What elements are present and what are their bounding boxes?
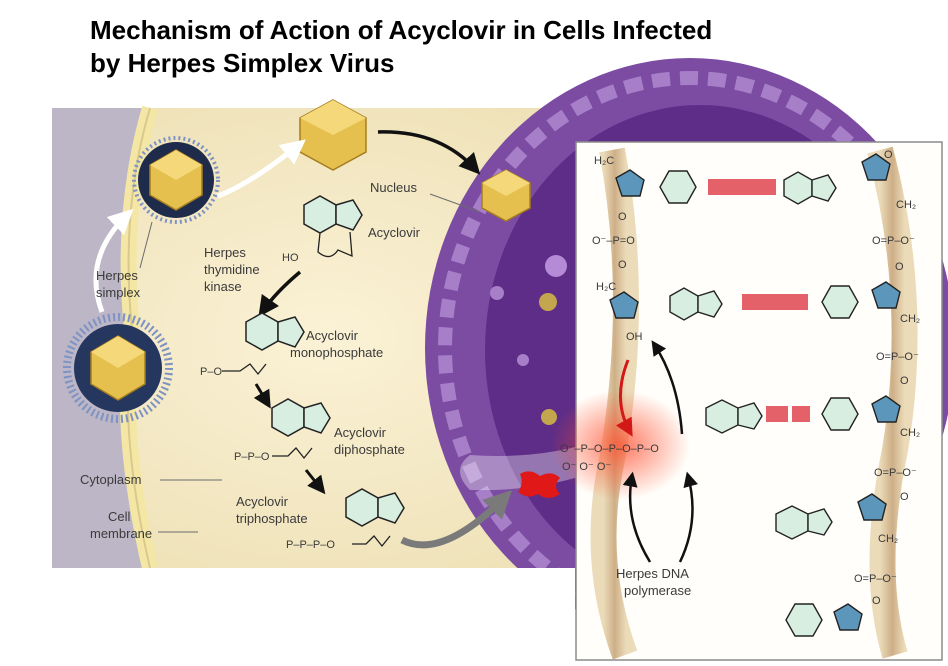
enzyme-label-2: thymidine xyxy=(204,262,260,277)
monophosphate-label-2: monophosphate xyxy=(290,345,383,360)
herpes-simplex-label-2: simplex xyxy=(96,285,141,300)
phosphate-right-1: O=P–O⁻ xyxy=(872,235,915,247)
virus-outside-cell xyxy=(63,313,173,423)
virus-capsid-face xyxy=(150,150,202,180)
herpes-simplex-leader xyxy=(139,221,153,269)
diphosphate-label-1: Acyclovir xyxy=(334,425,387,440)
enzyme-label-3: kinase xyxy=(204,279,242,294)
ch2-label-1: CH₂ xyxy=(896,199,916,211)
o-label: O xyxy=(618,211,627,223)
o-label: O xyxy=(618,259,627,271)
polymerase-icon xyxy=(518,471,560,498)
ho-group: HO xyxy=(282,252,299,264)
title-line-1: Mechanism of Action of Acyclovir in Cell… xyxy=(90,15,713,45)
di-group: P–P–O xyxy=(234,451,270,463)
di-to-tri-arrow xyxy=(304,469,326,495)
entry-arrow xyxy=(93,208,134,313)
triphosphate-label-2: triphosphate xyxy=(236,511,308,526)
diphosphate-label-2: diphosphate xyxy=(334,442,405,457)
monophosphate-molecule: P–O Acyclovir monophosphate xyxy=(200,312,383,378)
virus-at-nucleus xyxy=(481,169,531,222)
base-pair-row-4 xyxy=(775,493,887,540)
cell-membrane-label-1: Cell xyxy=(108,509,131,524)
virus-capsid-face xyxy=(300,100,366,135)
o-minus-row: O⁻ O⁻ O⁻ xyxy=(562,461,611,473)
nuclear-pore xyxy=(517,354,529,366)
monophosphate-label-1: Acyclovir xyxy=(306,328,359,343)
oh-label: OH xyxy=(626,331,643,343)
phosphate-right-4: O=P–O⁻ xyxy=(854,573,897,585)
triphosphate-chain: O⁻–P–O–P–O–P–O xyxy=(560,443,659,455)
phosphate-right-3: O=P–O⁻ xyxy=(874,467,917,479)
dna-panel: H₂C O O⁻–P=O O H₂C OH O CH₂ O=P–O⁻ O CH₂… xyxy=(550,141,943,661)
base-pair-row-1 xyxy=(615,153,891,205)
title-line-2: by Herpes Simplex Virus xyxy=(90,48,395,78)
nucleus-leader xyxy=(429,193,481,213)
virus-free-capsid xyxy=(299,99,367,171)
to-polymerase-arrow xyxy=(400,490,512,549)
triphosphate-label-1: Acyclovir xyxy=(236,494,289,509)
polymerase-arrow-left xyxy=(622,471,652,563)
kinase-arrow xyxy=(258,270,302,318)
cytoplasm-label: Cytoplasm xyxy=(80,472,141,487)
herpes-simplex-label-1: Herpes xyxy=(96,268,138,283)
h2c-label-2: H₂C xyxy=(596,281,616,293)
diphosphate-molecule: P–P–O Acyclovir diphosphate xyxy=(234,398,405,463)
ch2-label-2: CH₂ xyxy=(900,313,920,325)
nucleophilic-attack-arrow xyxy=(615,359,633,437)
h2c-label-1: H₂C xyxy=(594,155,614,167)
nucleus-label: Nucleus xyxy=(370,180,417,195)
ch2-label-3: CH₂ xyxy=(900,427,920,439)
base-pair-row-2 xyxy=(609,281,901,321)
bond-formation-arrow xyxy=(651,340,684,435)
to-nucleus-arrow xyxy=(377,130,481,175)
o-label: O xyxy=(900,375,909,387)
mono-to-di-arrow xyxy=(253,383,271,409)
dna-strand-right xyxy=(867,146,918,659)
o-label: O xyxy=(895,261,904,273)
uncoating-arrow xyxy=(217,139,306,199)
virus-in-envelope xyxy=(132,136,220,224)
figure-bottom-margin xyxy=(0,568,575,666)
cell-membrane-label-2: membrane xyxy=(90,526,152,541)
acyclovir-label: Acyclovir xyxy=(368,225,421,240)
o-label: O xyxy=(884,149,893,161)
viral-spikes xyxy=(132,136,220,224)
nuclear-pore xyxy=(490,286,504,300)
phosphate-left-1: O⁻–P=O xyxy=(592,235,635,247)
virus-capsid-face xyxy=(91,336,145,368)
phosphate-right-2: O=P–O⁻ xyxy=(876,351,919,363)
ch2-label-4: CH₂ xyxy=(878,533,898,545)
nuclear-spot xyxy=(539,293,557,311)
incorporation-glow xyxy=(550,390,690,500)
polymerase-label-2: polymerase xyxy=(624,583,691,598)
base-pair-row-3 xyxy=(705,395,901,434)
figure-title: Mechanism of Action of Acyclovir in Cell… xyxy=(90,14,910,80)
base-pair-row-5 xyxy=(785,603,863,637)
enzyme-label-1: Herpes xyxy=(204,245,246,260)
nuclear-spot xyxy=(541,409,557,425)
tri-group: P–P–P–O xyxy=(286,539,335,551)
nuclear-pore xyxy=(545,255,567,277)
polymerase-label-1: Herpes DNA xyxy=(616,566,689,581)
triphosphate-molecule: P–P–P–O Acyclovir triphosphate xyxy=(236,488,405,551)
o-label: O xyxy=(900,491,909,503)
polymerase-arrow-right xyxy=(678,471,698,563)
virus-capsid-face xyxy=(482,170,530,196)
acyclovir-molecule: Acyclovir HO xyxy=(282,195,421,264)
mono-group: P–O xyxy=(200,366,222,378)
o-label: O xyxy=(872,595,881,607)
viral-spikes xyxy=(63,313,173,423)
